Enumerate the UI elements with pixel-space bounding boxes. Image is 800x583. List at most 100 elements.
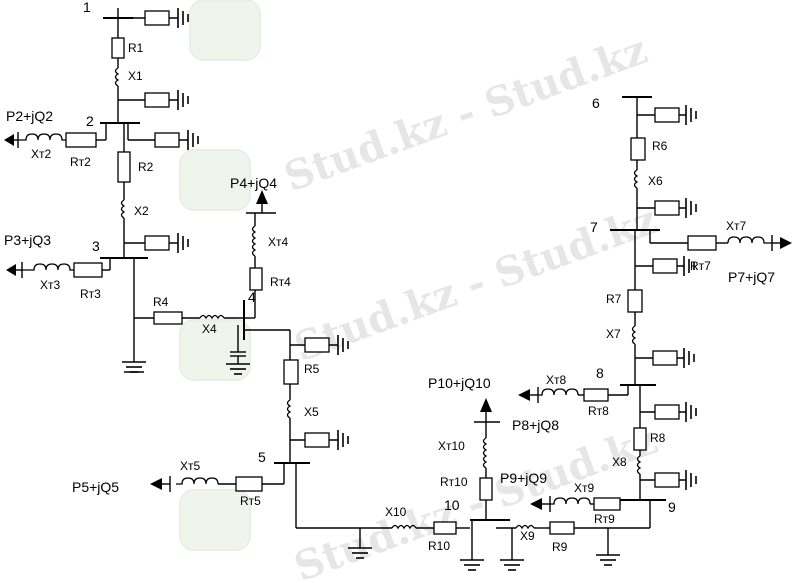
watermark-logo (189, 0, 261, 61)
label-x4: X4 (202, 322, 217, 336)
reactance-x4 (199, 314, 225, 320)
resistor-r6 (630, 137, 646, 161)
load-label-p3: P3+jQ3 (4, 232, 51, 248)
node-label-3: 3 (92, 238, 100, 254)
label-xt4: Xт4 (268, 235, 289, 249)
label-xt8: Xт8 (546, 373, 567, 387)
transformer-resistor-rt2 (65, 132, 97, 148)
resistor-r5 (283, 359, 299, 385)
label-xt2: Xт2 (31, 147, 52, 161)
node-label-1: 1 (83, 0, 91, 15)
load-arrow-p8 (518, 389, 530, 401)
label-x10: X10 (385, 505, 407, 519)
reactance-x6 (633, 169, 639, 189)
reactance-x8 (636, 455, 642, 475)
load-arrow-p10 (480, 398, 492, 412)
load-label-p10: P10+jQ10 (428, 375, 491, 391)
transformer-resistor-rt5 (235, 476, 263, 492)
label-r9: R9 (552, 540, 568, 554)
reactance-x1 (114, 67, 120, 87)
load-label-p7: P7+jQ7 (728, 269, 775, 285)
shunt-resistor (654, 107, 680, 123)
load-arrow-p4 (256, 190, 268, 204)
label-r4: R4 (153, 295, 169, 309)
node-label-2: 2 (86, 113, 94, 129)
shunt-resistor (654, 404, 680, 420)
reactance-x2 (120, 199, 126, 219)
label-x7: X7 (606, 327, 621, 341)
watermark-text: Stud.kz - Stud.kz (278, 26, 653, 201)
label-r7: R7 (606, 292, 622, 306)
resistor-r4 (153, 311, 183, 325)
label-x6: X6 (648, 174, 663, 188)
transformer-resistor-rt8 (583, 388, 609, 402)
label-rt3: Rт3 (80, 287, 101, 301)
resistor-r10 (433, 521, 457, 535)
shunt-resistor (654, 472, 680, 488)
label-x8: X8 (612, 455, 627, 469)
label-xt5: Xт5 (180, 459, 201, 473)
load-arrow-p7 (780, 237, 792, 249)
resistor-r7 (627, 289, 643, 313)
label-rt8: Rт8 (588, 404, 609, 418)
shunt-resistor (144, 10, 170, 26)
transformer-reactance-xt8 (538, 388, 579, 396)
watermark-text: Stud.kz - Stud.kz (288, 196, 663, 371)
load-arrow-p3 (6, 264, 16, 276)
watermark-logo (179, 319, 251, 381)
shunt-resistor (654, 200, 680, 216)
label-r1: R1 (128, 41, 144, 55)
label-xt7: Xт7 (726, 219, 747, 233)
transformer-reactance-xt7 (727, 236, 772, 244)
label-r6: R6 (652, 139, 668, 153)
load-label-p4: P4+jQ4 (230, 175, 277, 191)
label-rt9: Rт9 (594, 512, 615, 526)
resistor-r1 (111, 37, 125, 59)
node-label-5: 5 (258, 449, 266, 465)
label-r2: R2 (138, 160, 154, 174)
node-label-6: 6 (592, 95, 600, 111)
transformer-reactance-xt5 (176, 477, 219, 485)
transformer-resistor-rt10 (479, 477, 493, 501)
reactance-x7 (631, 325, 637, 345)
node-label-10: 10 (444, 497, 460, 513)
transformer-reactance-xt4 (251, 225, 257, 257)
label-rt5: Rт5 (240, 494, 261, 508)
label-x5: X5 (304, 405, 319, 419)
shunt-resistor (652, 350, 678, 366)
shunt-resistor (144, 235, 170, 251)
transformer-reactance-xt2 (18, 133, 66, 141)
node-label-8: 8 (596, 365, 604, 381)
label-x2: X2 (134, 204, 149, 218)
shunt-resistor (154, 132, 180, 148)
load-arrow-p9 (530, 498, 542, 510)
label-rt7: Rт7 (690, 259, 711, 273)
transformer-resistor-rt9 (593, 497, 621, 511)
resistor-r2 (117, 151, 131, 183)
label-rt10: Rт10 (440, 475, 468, 489)
node-label-7: 7 (590, 219, 598, 235)
resistor-r9 (549, 521, 575, 535)
label-rt2: Rт2 (70, 155, 91, 169)
node-label-9: 9 (668, 499, 676, 515)
label-xt10: Xт10 (438, 439, 465, 453)
watermark-logo (179, 149, 251, 211)
label-xt3: Xт3 (40, 278, 61, 292)
reactance-x5 (286, 399, 292, 419)
label-x1: X1 (128, 69, 143, 83)
reactance-x9 (515, 524, 535, 530)
shunt-resistor (304, 432, 330, 448)
shunt-resistor (304, 337, 330, 353)
label-x9: X9 (520, 529, 535, 543)
load-label-p9: P9+jQ9 (500, 470, 547, 486)
transformer-reactance-xt9 (550, 497, 591, 505)
transformer-reactance-xt3 (22, 263, 74, 271)
transformer-reactance-xt10 (482, 437, 488, 469)
shunt-resistor (144, 92, 170, 108)
shunt-resistor (652, 258, 678, 274)
transformer-resistor-rt3 (73, 262, 103, 278)
resistor-r8 (633, 427, 647, 451)
transformer-resistor-rt7 (687, 235, 717, 251)
load-arrow-p5 (150, 478, 162, 490)
